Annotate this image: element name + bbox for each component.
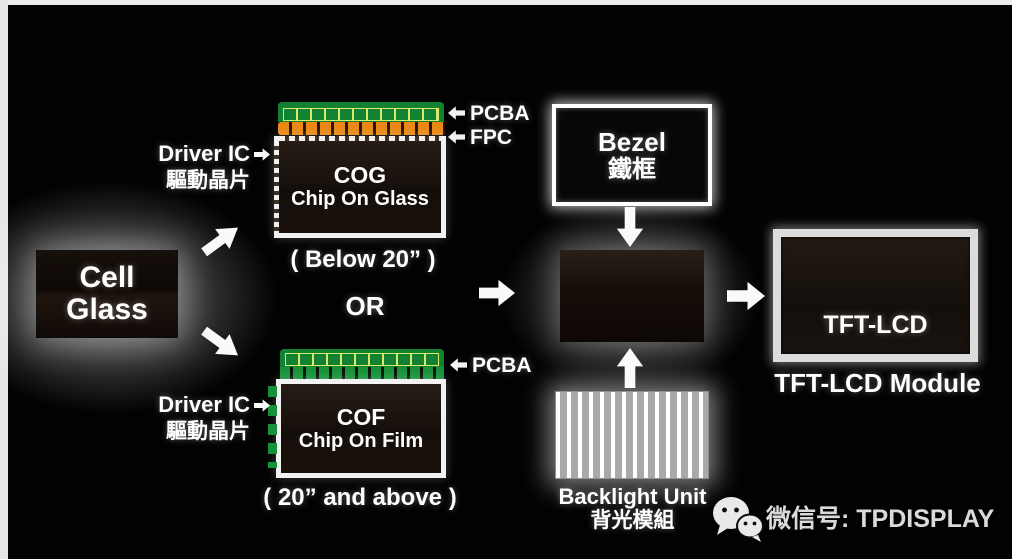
cell-glass-label-line1: Cell xyxy=(79,261,135,294)
cof-pcba-strip xyxy=(280,349,444,367)
cof-pcba-pointer-icon xyxy=(450,358,467,372)
cof-driver-ic-label-en: Driver IC xyxy=(158,392,250,417)
cog-subtitle: Chip On Glass xyxy=(291,188,429,210)
bezel-label-zh: 鐵框 xyxy=(608,155,656,183)
wechat-icon xyxy=(713,497,764,542)
bezel-box: Bezel 鐵框 xyxy=(552,104,712,206)
fpc-pointer-icon xyxy=(448,130,465,144)
cog-size-caption: ( Below 20” ) xyxy=(290,246,436,273)
cof-pcba-label: PCBA xyxy=(472,354,532,377)
cof-film-tabs xyxy=(280,367,444,379)
backlight-label-en: Backlight Unit xyxy=(558,484,707,509)
cog-pcba-components xyxy=(283,108,439,121)
cof-subtitle: Chip On Film xyxy=(298,429,424,452)
cof-pcba-components xyxy=(285,353,439,366)
cog-driver-ic-label-zh: 驅動晶片 xyxy=(166,169,250,192)
backlight-unit-box xyxy=(555,391,709,479)
cell-glass-box: Cell Glass xyxy=(36,250,178,338)
cell-glass-label-line2: Glass xyxy=(66,293,148,326)
cof-title: COF xyxy=(336,403,386,430)
cog-fpc-strip xyxy=(278,122,445,135)
bezel-label-en: Bezel xyxy=(598,126,666,157)
assembly-panel-box xyxy=(560,250,704,342)
cog-pcba-label: PCBA xyxy=(470,102,530,125)
or-label: OR xyxy=(345,291,385,321)
cof-glass-box: COF Chip On Film xyxy=(268,379,446,478)
cof-driver-ic-label-zh: 驅動晶片 xyxy=(166,420,250,443)
cog-title: COG xyxy=(333,162,387,188)
cog-fpc-label: FPC xyxy=(470,126,512,149)
tft-lcd-module-label: TFT-LCD Module xyxy=(774,368,981,398)
cog-pcba-strip xyxy=(278,102,444,122)
cog-driver-ic-label-en: Driver IC xyxy=(158,141,250,166)
tft-lcd-screen-label: TFT-LCD xyxy=(823,311,928,339)
backlight-label-zh: 背光模組 xyxy=(590,509,675,532)
frame-edge-top xyxy=(0,0,1012,5)
tft-lcd-module-box: TFT-LCD xyxy=(773,229,978,362)
pcba-pointer-icon xyxy=(448,106,465,120)
cog-driver-ic-pointer-icon xyxy=(254,148,270,161)
cof-size-caption: ( 20” and above ) xyxy=(263,484,457,511)
wechat-id-label: 微信号: TPDISPLAY xyxy=(766,505,995,533)
cog-glass-box: COG Chip On Glass xyxy=(274,136,446,238)
